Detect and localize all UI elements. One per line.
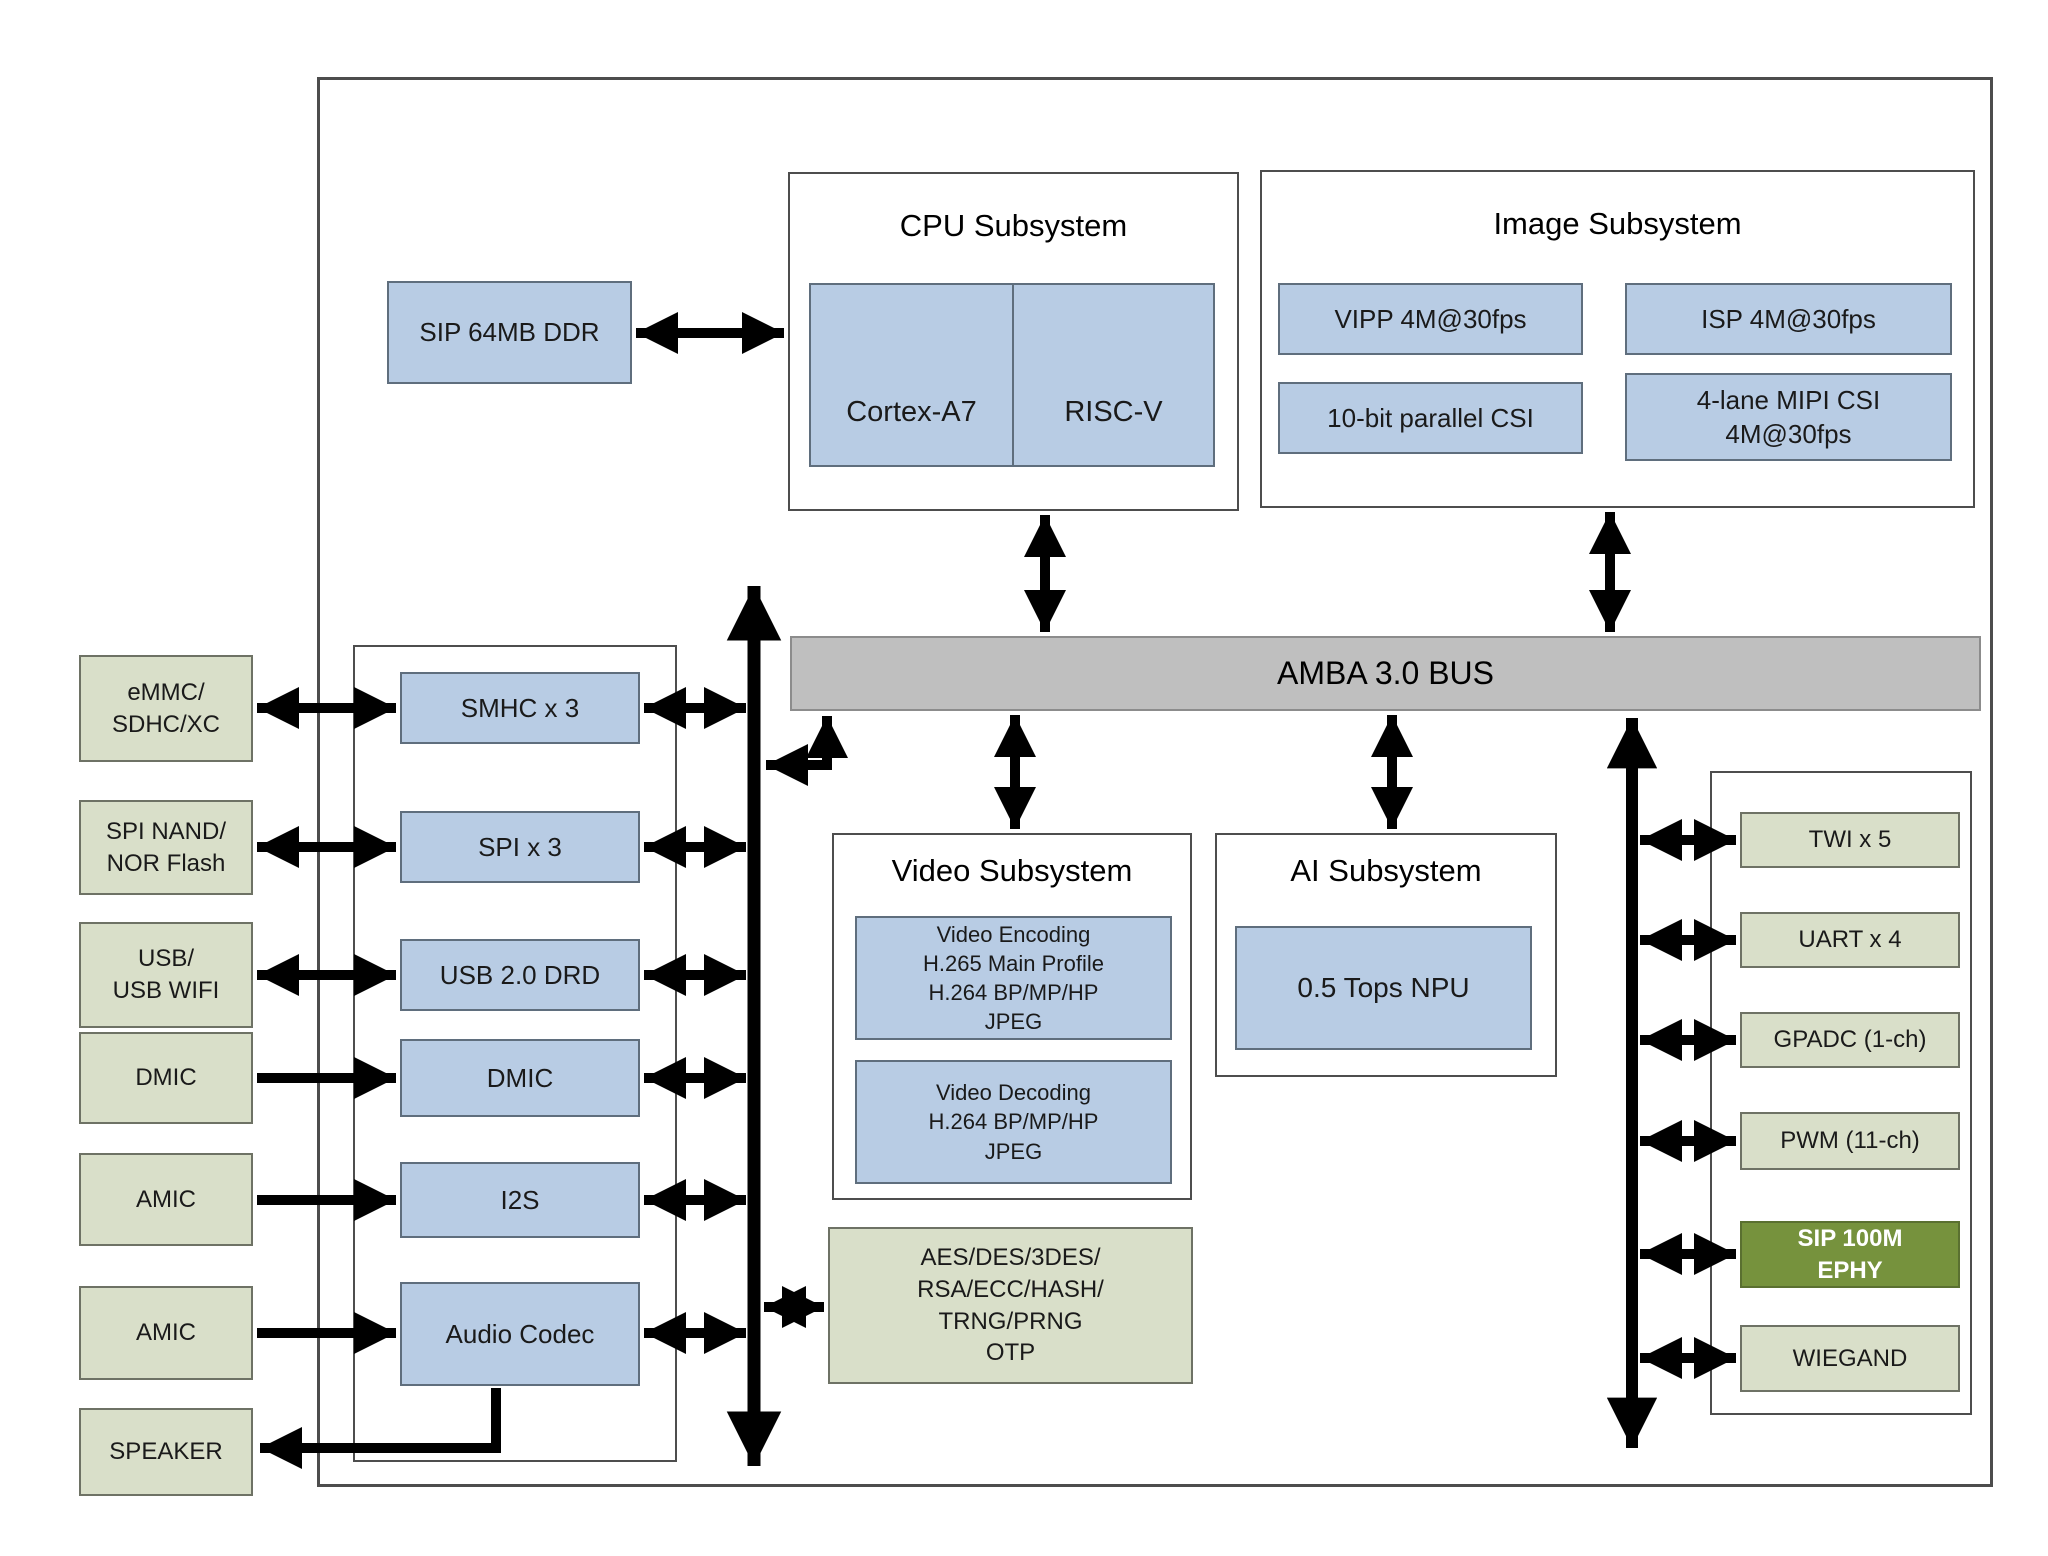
block-isp: ISP 4M@30fps [1625,283,1952,355]
block-usb-wifi: USB/ USB WIFI [79,922,253,1028]
block-usb-drd: USB 2.0 DRD [400,939,640,1011]
block-amic-1: AMIC [79,1153,253,1246]
block-gpadc: GPADC (1-ch) [1740,1012,1960,1068]
block-sip-ephy: SIP 100M EPHY [1740,1221,1960,1288]
block-vipp: VIPP 4M@30fps [1278,283,1583,355]
amba-bus-bar: AMBA 3.0 BUS [790,636,1981,711]
ai-subsystem-title: AI Subsystem [1290,853,1482,888]
block-dmic-external: DMIC [79,1032,253,1124]
block-dmic: DMIC [400,1039,640,1117]
block-crypto-engine: AES/DES/3DES/ RSA/ECC/HASH/ TRNG/PRNG OT… [828,1227,1193,1384]
block-cortex-a7: Cortex-A7 [809,283,1014,467]
block-pwm: PWM (11-ch) [1740,1112,1960,1170]
block-video-encoding: Video Encoding H.265 Main Profile H.264 … [855,916,1172,1040]
block-mipi-csi: 4-lane MIPI CSI 4M@30fps [1625,373,1952,461]
panel-right-io [1710,771,1972,1415]
block-wiegand: WIEGAND [1740,1325,1960,1392]
block-parallel-csi: 10-bit parallel CSI [1278,382,1583,454]
block-audio-codec: Audio Codec [400,1282,640,1386]
block-sip-ddr: SIP 64MB DDR [387,281,632,384]
block-npu: 0.5 Tops NPU [1235,926,1532,1050]
block-video-decoding: Video Decoding H.264 BP/MP/HP JPEG [855,1060,1172,1184]
video-subsystem-title: Video Subsystem [891,853,1133,888]
block-twi: TWI x 5 [1740,812,1960,868]
block-uart: UART x 4 [1740,912,1960,968]
block-risc-v: RISC-V [1012,283,1215,467]
block-spi-nand-nor-flash: SPI NAND/ NOR Flash [79,800,253,895]
image-subsystem-title: Image Subsystem [1493,206,1742,241]
block-spi: SPI x 3 [400,811,640,883]
block-emmc-sdhc: eMMC/ SDHC/XC [79,655,253,762]
cpu-subsystem-title: CPU Subsystem [899,208,1128,243]
block-smhc: SMHC x 3 [400,672,640,744]
block-speaker: SPEAKER [79,1408,253,1496]
block-i2s: I2S [400,1162,640,1238]
block-amic-2: AMIC [79,1286,253,1380]
